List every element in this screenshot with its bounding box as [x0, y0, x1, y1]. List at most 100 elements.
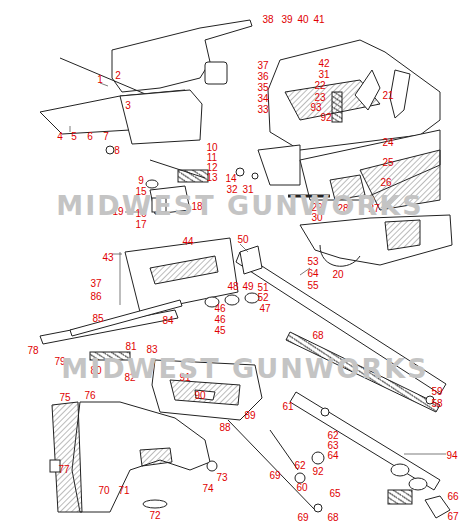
stock-forend-group-shape [170, 380, 240, 405]
receiver-group-shape [60, 58, 150, 96]
trigger-group-shape [268, 40, 440, 150]
callout-number: 12 [206, 163, 217, 173]
callout-number: 17 [135, 220, 146, 230]
trigger-group-shape [332, 92, 342, 122]
callout-number: 47 [259, 304, 270, 314]
callout-number: 64 [307, 269, 318, 279]
callout-number: 78 [27, 346, 38, 356]
barrel-group-shape [40, 310, 178, 344]
callout-number: 69 [269, 471, 280, 481]
barrel-group-shape [321, 408, 329, 416]
callout-number: 13 [206, 173, 217, 183]
callout-number: 51 [257, 283, 268, 293]
receiver-group-shape [178, 170, 208, 182]
barrel-group-shape [388, 490, 412, 504]
callout-number: 93 [310, 103, 321, 113]
receiver-group-shape [146, 180, 158, 188]
stock-forend-group-shape [52, 402, 82, 512]
watermark: MIDWEST GUNWORKS [61, 353, 428, 384]
callout-number: 48 [227, 282, 238, 292]
callout-number: 88 [219, 423, 230, 433]
callout-number: 43 [102, 253, 113, 263]
callout-number: 76 [84, 391, 95, 401]
stock-forend-group-shape [314, 504, 322, 512]
callout-number: 5 [71, 132, 77, 142]
trigger-group-shape [355, 70, 380, 110]
callout-number: 55 [307, 281, 318, 291]
trigger-group-shape [236, 168, 244, 176]
callout-number: 14 [225, 174, 236, 184]
callout-number: 62 [327, 431, 338, 441]
leader-lines-shape [120, 252, 121, 305]
callout-number: 3 [125, 101, 131, 111]
trigger-group-shape [320, 245, 360, 266]
barrel-group-shape [225, 295, 239, 305]
callout-number: 71 [118, 486, 129, 496]
trigger-group-shape [258, 145, 300, 185]
leader-lines-shape [240, 244, 248, 252]
callout-number: 61 [282, 402, 293, 412]
leader-lines-shape [70, 126, 71, 132]
callout-number: 44 [182, 237, 193, 247]
barrel-group-shape [425, 496, 450, 518]
callout-number: 31 [318, 70, 329, 80]
callout-number: 22 [314, 81, 325, 91]
callout-number: 24 [382, 138, 393, 148]
callout-number: 35 [257, 83, 268, 93]
callout-number: 74 [202, 484, 213, 494]
callout-number: 38 [262, 15, 273, 25]
callout-number: 75 [59, 393, 70, 403]
stock-forend-group-shape [295, 473, 305, 483]
stock-forend-group-shape [207, 461, 217, 471]
stock-forend-group-shape [195, 390, 215, 400]
barrel-group-shape [70, 300, 182, 336]
trigger-group-shape [252, 173, 258, 179]
callout-number: 85 [92, 314, 103, 324]
callout-number: 11 [207, 153, 217, 163]
trigger-group [236, 40, 452, 266]
callout-number: 92 [312, 467, 323, 477]
barrel-group [40, 238, 450, 518]
barrel-group-shape [245, 293, 259, 303]
callout-number: 84 [162, 316, 173, 326]
barrel-group-shape [150, 256, 218, 284]
callout-number: 81 [125, 342, 136, 352]
stock-forend-group-shape [72, 402, 210, 512]
callout-number: 64 [327, 451, 338, 461]
callout-number: 60 [296, 483, 307, 493]
watermark: MIDWEST GUNWORKS [56, 190, 423, 221]
callout-number: 41 [313, 15, 324, 25]
callout-number: 33 [257, 105, 268, 115]
callout-number: 90 [194, 391, 205, 401]
callout-number: 34 [257, 94, 268, 104]
callout-number: 26 [380, 178, 391, 188]
callout-number: 68 [327, 513, 338, 523]
callout-number: 10 [206, 143, 217, 153]
stock-forend-group-shape [270, 430, 298, 470]
callout-number: 8 [114, 146, 120, 156]
receiver-group-shape [205, 62, 227, 84]
callout-number: 50 [237, 235, 248, 245]
receiver-group-shape [106, 146, 114, 154]
callout-number: 39 [281, 15, 292, 25]
stock-forend-group-shape [312, 452, 324, 464]
callout-number: 62 [294, 461, 305, 471]
callout-number: 20 [332, 270, 343, 280]
callout-number: 68 [312, 331, 323, 341]
callout-number: 67 [447, 512, 458, 522]
callout-number: 92 [320, 113, 331, 123]
callout-number: 6 [87, 132, 93, 142]
callout-number: 25 [382, 158, 393, 168]
receiver-group [40, 20, 252, 214]
callout-number: 89 [244, 411, 255, 421]
barrel-group-shape [391, 464, 409, 476]
callout-number: 21 [382, 91, 393, 101]
callout-number: 46 [214, 304, 225, 314]
leader-lines [70, 83, 446, 454]
callout-number: 49 [242, 282, 253, 292]
barrel-group-shape [409, 478, 427, 490]
callout-number: 37 [257, 61, 268, 71]
stock-forend-group-shape [143, 500, 167, 508]
